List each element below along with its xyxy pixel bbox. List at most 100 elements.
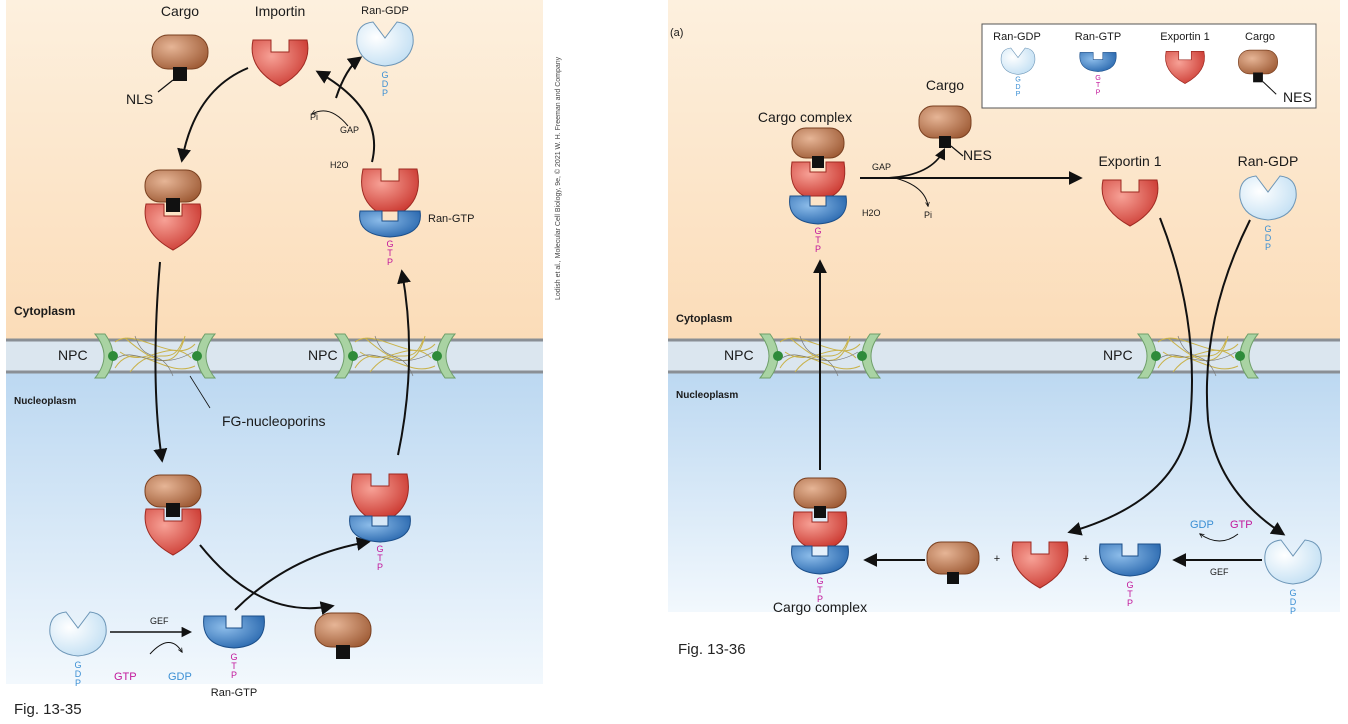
svg-text:G: G: [814, 226, 821, 236]
svg-text:G: G: [1126, 580, 1133, 590]
svg-text:T: T: [815, 235, 821, 245]
cargo-importin-complex: [144, 474, 202, 556]
svg-text:G: G: [230, 652, 237, 662]
cargo-protein: [926, 541, 980, 584]
legend-nes: NES: [1283, 89, 1312, 105]
label-gtp: GTP: [1230, 519, 1253, 531]
plus-sign: +: [994, 553, 1000, 565]
label-gtp: GTP: [114, 671, 137, 683]
label-nls: NLS: [126, 91, 153, 107]
arrow: [335, 56, 363, 99]
fg-leader-line: [189, 375, 211, 409]
svg-text:P: P: [1290, 606, 1296, 616]
svg-text:T: T: [377, 553, 383, 563]
ran-gtp-protein: G T P: [1099, 543, 1161, 608]
svg-text:G: G: [816, 576, 823, 586]
label-importin: Importin: [255, 3, 306, 19]
fig36-small-arrows: [894, 177, 1239, 542]
svg-text:P: P: [817, 594, 823, 604]
legend-ran-gtp: Ran-GTP: [1075, 31, 1121, 43]
label-cargo-complex: Cargo complex: [758, 109, 852, 125]
label-ran-gtp-bottom: Ran-GTP: [211, 687, 257, 699]
svg-text:P: P: [75, 678, 81, 688]
label-exportin: Exportin 1: [1098, 153, 1161, 169]
label-cytoplasm: Cytoplasm: [676, 313, 732, 325]
fig35-arrows: [110, 56, 411, 638]
panel-label: (a): [670, 27, 683, 39]
label-npc: NPC: [1103, 347, 1133, 363]
label-nucleoplasm: Nucleoplasm: [14, 396, 76, 407]
legend-cargo-icon: [1238, 49, 1278, 95]
arrow: [879, 147, 946, 179]
svg-text:P: P: [382, 88, 388, 98]
importin-ran-gtp-complex: G T P: [349, 473, 411, 572]
legend-cargo: Cargo: [1245, 31, 1275, 43]
arrow: [153, 261, 168, 463]
label-nucleoplasm: Nucleoplasm: [676, 390, 738, 401]
svg-text:P: P: [815, 244, 821, 254]
label-h2o: H2O: [330, 160, 349, 170]
fig35-background: [6, 0, 543, 684]
label-pi: Pi: [310, 112, 318, 122]
label-ran-gtp: Ran-GTP: [428, 213, 474, 225]
label-cargo: Cargo: [161, 3, 199, 19]
credit-line: Lodish et al., Molecular Cell Biology, 9…: [554, 56, 562, 300]
label-ran-gdp: Ran-GDP: [361, 5, 409, 17]
label-ran-gdp: Ran-GDP: [1238, 153, 1299, 169]
label-npc: NPC: [58, 347, 88, 363]
ran-gdp-protein: G D P: [1239, 175, 1297, 252]
arrow: [234, 536, 371, 611]
legend-exportin: Exportin 1: [1160, 31, 1210, 43]
label-cytoplasm: Cytoplasm: [14, 304, 75, 318]
plus-sign: +: [1083, 553, 1089, 565]
svg-text:G: G: [74, 660, 81, 670]
svg-text:G: G: [1095, 73, 1101, 82]
cargo-protein: [918, 105, 972, 157]
svg-text:D: D: [1265, 233, 1272, 243]
svg-text:D: D: [382, 79, 389, 89]
svg-text:P: P: [1127, 598, 1133, 608]
ran-gdp-protein: G D P: [49, 611, 107, 688]
svg-text:P: P: [1016, 89, 1021, 98]
svg-text:P: P: [1265, 242, 1271, 252]
svg-text:T: T: [1127, 589, 1133, 599]
importin-protein: [251, 39, 309, 87]
ran-gdp-protein: G D P: [1264, 539, 1322, 616]
label-gap: GAP: [872, 162, 891, 172]
svg-text:T: T: [1096, 80, 1101, 89]
svg-text:D: D: [75, 669, 82, 679]
cargo-complex: G T P: [789, 127, 847, 254]
svg-text:D: D: [1015, 82, 1020, 91]
fig35-small-arrows: [149, 111, 349, 655]
arrow: [199, 544, 335, 616]
figure-caption: Fig. 13-35: [14, 701, 82, 718]
label-pi: Pi: [924, 210, 932, 220]
label-nes: NES: [963, 147, 992, 163]
svg-text:G: G: [1289, 588, 1296, 598]
svg-text:G: G: [386, 239, 393, 249]
svg-text:P: P: [1096, 87, 1101, 96]
ran-gtp-protein: G T P: [203, 615, 265, 680]
label-gef: GEF: [1210, 567, 1229, 577]
label-cargo-complex: Cargo complex: [773, 599, 867, 615]
arrow: [1067, 217, 1193, 536]
fig35-cytoplasm-region: [6, 0, 543, 340]
svg-text:G: G: [376, 544, 383, 554]
npc-pore: [93, 333, 217, 379]
label-gdp: GDP: [168, 671, 192, 683]
arrow: [177, 67, 249, 163]
legend-exportin-icon: [1165, 51, 1205, 84]
label-npc: NPC: [308, 347, 338, 363]
fig36-arrows: [813, 147, 1286, 567]
svg-text:T: T: [387, 248, 393, 258]
exportin-protein: [1011, 541, 1069, 589]
svg-text:T: T: [817, 585, 823, 595]
svg-text:G: G: [1264, 224, 1271, 234]
cargo-complex: G T P: [791, 477, 849, 604]
ran-gdp-protein: G D P: [356, 21, 414, 98]
arrow: [315, 70, 376, 163]
label-fg-nucleoporins: FG-nucleoporins: [222, 413, 326, 429]
svg-text:G: G: [1015, 75, 1021, 84]
svg-text:D: D: [1290, 597, 1297, 607]
